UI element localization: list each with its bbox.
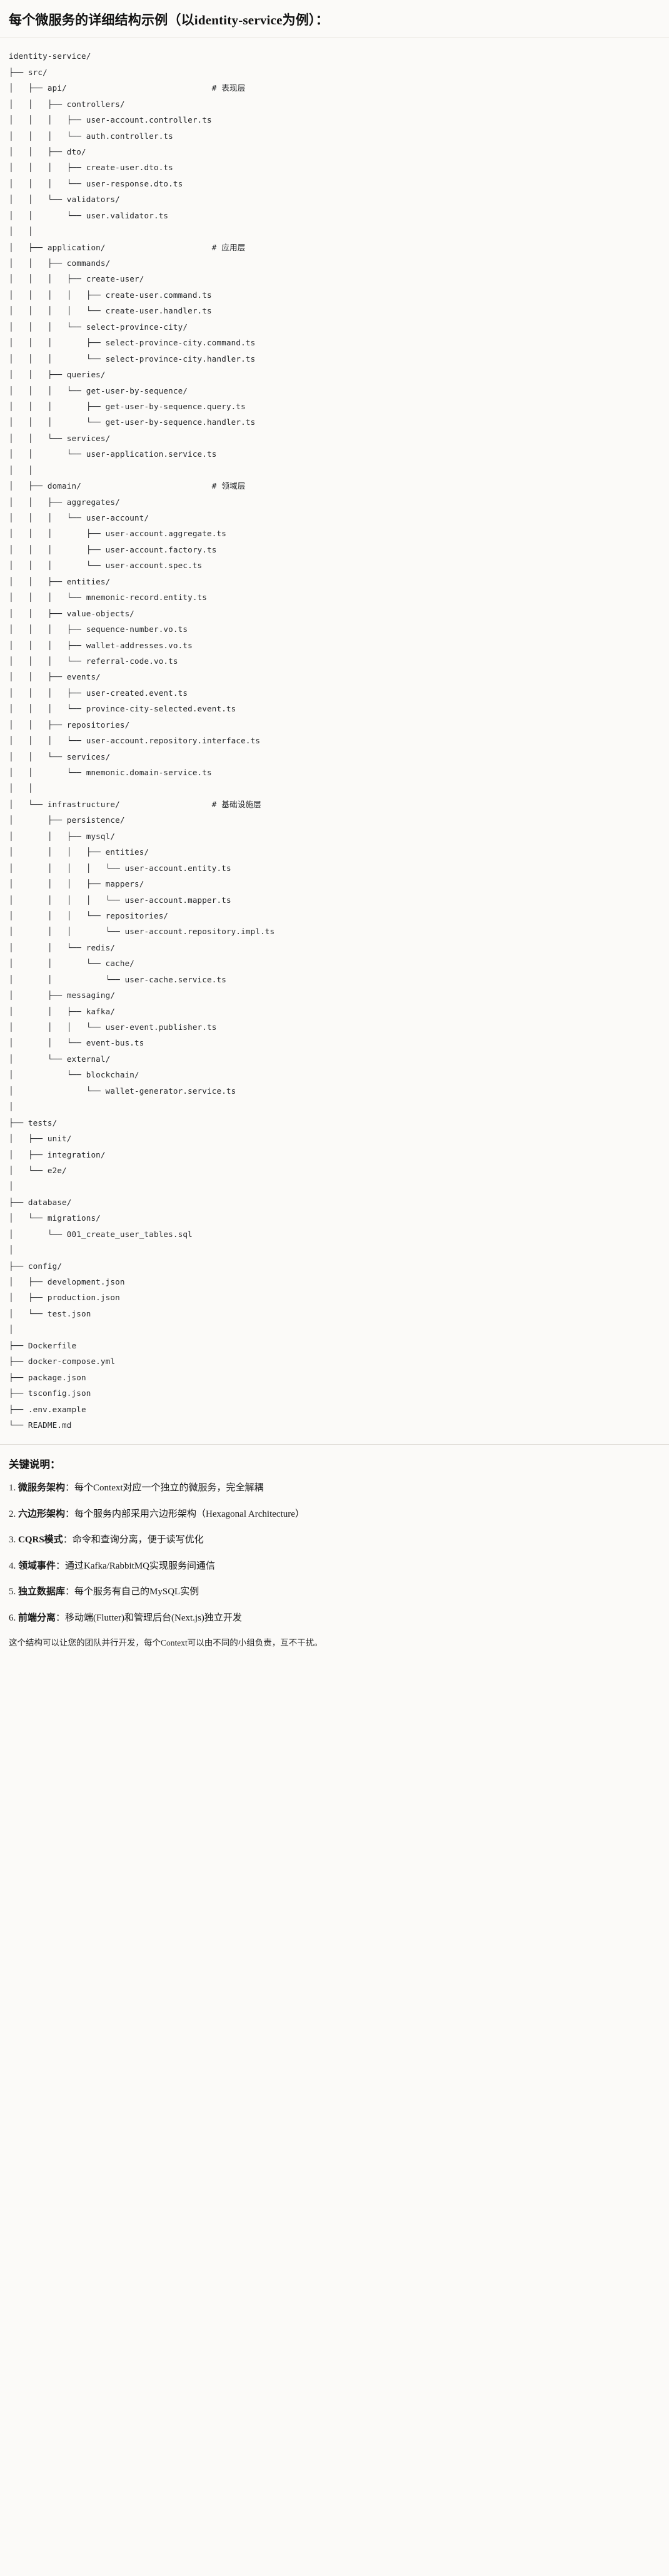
note-separator: ： [56,1612,66,1623]
list-item: 1. 微服务架构：每个Context对应一个独立的微服务，完全解耦 [9,1481,660,1495]
note-number: 5. [9,1587,16,1597]
key-notes-list: 1. 微服务架构：每个Context对应一个独立的微服务，完全解耦 2. 六边形… [9,1481,660,1625]
note-separator: ： [63,1535,73,1545]
note-description: 每个Context对应一个独立的微服务，完全解耦 [74,1483,264,1494]
page-title: 每个微服务的详细结构示例（以identity-service为例）： [9,13,329,28]
note-description: 每个服务有自己的MySQL实例 [74,1587,199,1597]
note-number: 4. [9,1560,16,1571]
list-item: 4. 领域事件：通过Kafka/RabbitMQ实现服务间通信 [9,1559,660,1574]
note-description: 移动端(Flutter)和管理后台(Next.js)独立开发 [65,1612,242,1623]
list-item: 3. CQRS模式：命令和查询分离，便于读写优化 [9,1533,660,1547]
note-separator: ： [65,1509,75,1519]
closing-paragraph: 这个结构可以让您的团队并行开发，每个Context可以由不同的小组负责，互不干扰… [9,1638,323,1648]
list-item: 2. 六边形架构：每个服务内部采用六边形架构（Hexagonal Archite… [9,1507,660,1522]
note-description: 命令和查询分离，便于读写优化 [72,1535,204,1545]
note-separator: ： [56,1560,66,1571]
note-label: 微服务架构 [18,1483,66,1494]
list-item: 5. 独立数据库：每个服务有自己的MySQL实例 [9,1585,660,1599]
directory-tree: identity-service/ ├── src/ │ ├── api/ # … [9,51,275,1430]
note-label: 独立数据库 [18,1587,66,1597]
note-separator: ： [65,1483,75,1494]
list-item: 6. 前端分离：移动端(Flutter)和管理后台(Next.js)独立开发 [9,1611,660,1626]
note-label: 前端分离 [18,1612,56,1623]
note-description: 每个服务内部采用六边形架构（Hexagonal Architecture） [74,1509,304,1519]
note-number: 6. [9,1612,16,1623]
note-description: 通过Kafka/RabbitMQ实现服务间通信 [65,1560,216,1571]
key-notes-title: 关键说明： [9,1459,61,1471]
note-label: 领域事件 [18,1560,56,1571]
directory-tree-block: identity-service/ ├── src/ │ ├── api/ # … [0,38,669,1445]
note-number: 1. [9,1483,16,1494]
note-separator: ： [65,1587,75,1597]
note-number: 3. [9,1535,16,1545]
document-header: 每个微服务的详细结构示例（以identity-service为例）： [0,0,669,39]
key-notes-block: 关键说明： 1. 微服务架构：每个Context对应一个独立的微服务，完全解耦 … [0,1445,669,1665]
note-number: 2. [9,1509,16,1519]
note-label: 六边形架构 [18,1509,66,1519]
note-label: CQRS模式 [18,1535,63,1545]
